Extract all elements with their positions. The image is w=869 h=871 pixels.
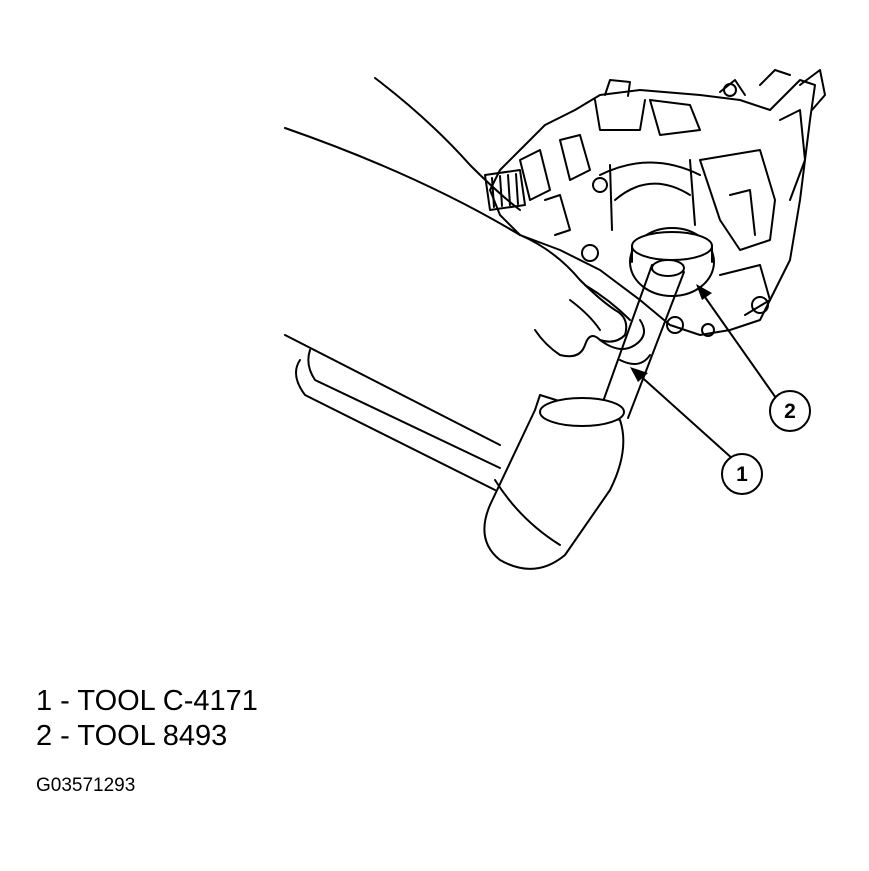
legend: 1 - TOOL C-4171 2 - TOOL 8493 [36, 684, 258, 754]
transfer-case-housing [484, 69, 826, 337]
callout-2-number: 2 [784, 400, 796, 423]
callout-1-leader [635, 371, 735, 461]
mallet-head [483, 394, 625, 570]
callout-1-arrowhead [630, 367, 648, 382]
driver-handle-tool-c-4171 [599, 259, 685, 419]
callout-1: 1 [721, 453, 763, 495]
callout-2-arrowhead [696, 284, 712, 300]
callout-1-number: 1 [736, 463, 748, 486]
legend-item-2: 2 - TOOL 8493 [36, 720, 228, 752]
figure-id: G03571293 [36, 775, 136, 796]
transfer-case-seal-installation-illustration: 1 2 [284, 69, 826, 570]
callout-2-leader [699, 289, 777, 399]
callout-2: 2 [769, 390, 811, 432]
technician-hand [519, 234, 651, 365]
mallet-handle [284, 334, 501, 491]
legend-item-1: 1 - TOOL C-4171 [36, 685, 258, 717]
